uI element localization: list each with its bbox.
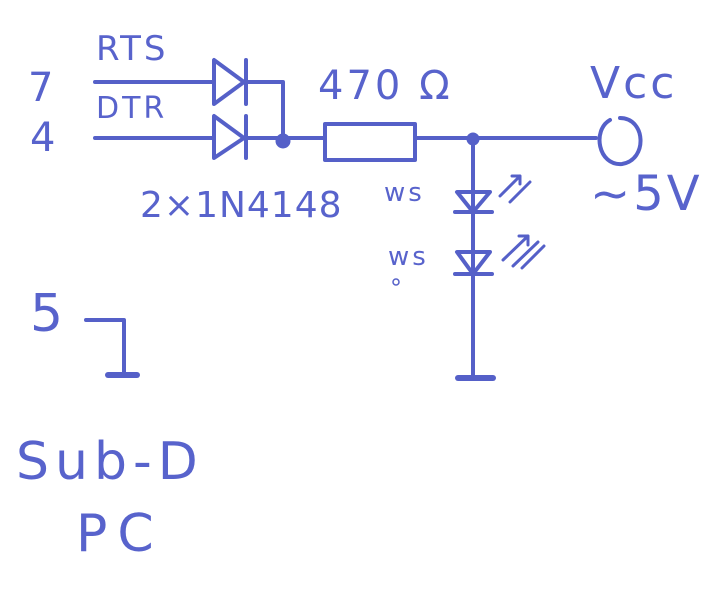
diode-part-label: 2×1N4148 <box>140 185 343 226</box>
led-1 <box>453 174 532 214</box>
junction-dot-diodes <box>275 133 291 149</box>
stray-mark <box>392 278 400 286</box>
diode-dtr <box>212 114 327 160</box>
led-2 <box>453 234 546 276</box>
pin-label-gnd: 5 <box>30 284 67 344</box>
resistor-value: 470 Ω <box>318 63 453 109</box>
resistor-symbol <box>323 122 417 162</box>
led1-color-label: ws <box>384 178 425 208</box>
connector-type: Sub-D <box>16 432 204 492</box>
diode-rts <box>212 58 285 140</box>
connector-host: PC <box>76 504 164 564</box>
pin-label-rts: 7 <box>28 65 57 111</box>
led2-color-label: ws <box>388 242 429 272</box>
signal-label-rts: RTS <box>96 29 169 69</box>
vcc-label: Vcc <box>590 58 678 109</box>
pin-label-dtr: 4 <box>30 115 59 161</box>
pin5-ground-wire <box>84 318 126 374</box>
vcc-voltage: ~5V <box>590 166 703 222</box>
signal-label-dtr: DTR <box>96 91 168 126</box>
vcc-terminal <box>597 116 643 167</box>
